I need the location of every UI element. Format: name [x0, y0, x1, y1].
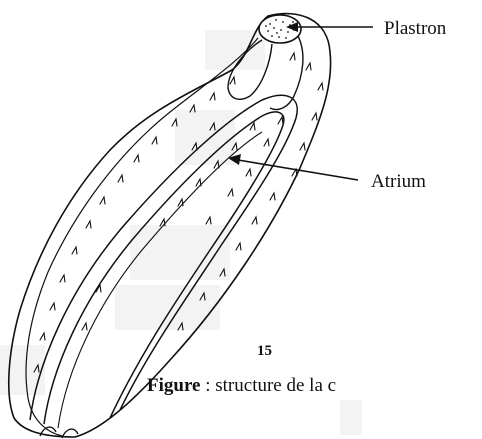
figure-caption: Figure : structure de la c — [147, 376, 336, 395]
caption-prefix: Figure — [147, 375, 200, 396]
plastron-label: Plastron — [384, 19, 446, 38]
atrium-label: Atrium — [371, 172, 426, 191]
caption-text: : structure de la c — [200, 375, 336, 396]
atrium-leader — [228, 154, 358, 180]
right-lobe — [270, 36, 303, 110]
page-number: 15 — [257, 344, 272, 359]
